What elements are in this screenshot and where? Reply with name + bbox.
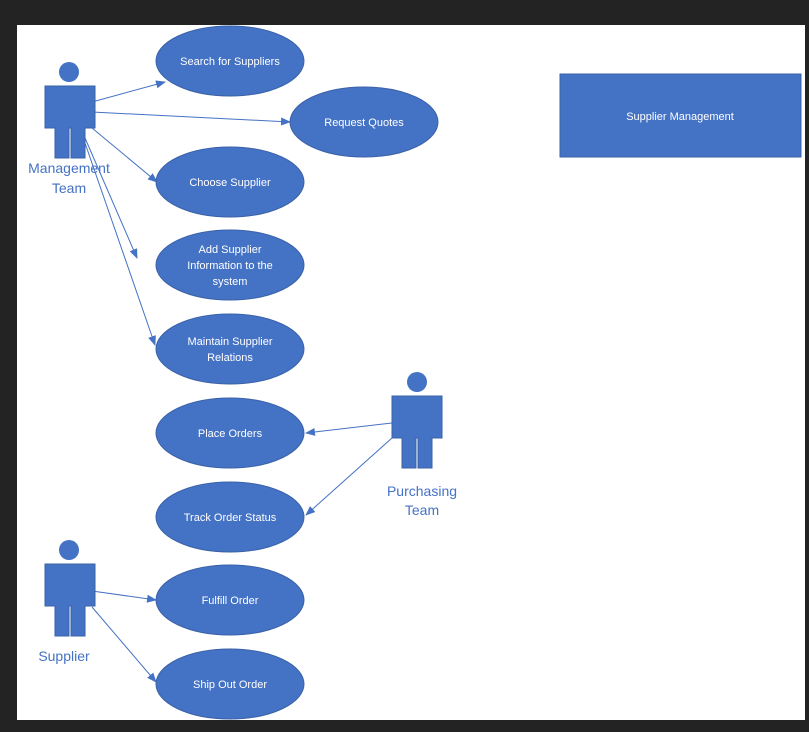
- actor-body-icon: [44, 563, 96, 637]
- associations: [84, 80, 393, 683]
- use-case-ellipse: [155, 397, 305, 469]
- use-case-ellipse: [155, 313, 305, 385]
- association-management-to-search: [91, 80, 166, 103]
- use-case-choose: Choose Supplier: [155, 146, 305, 218]
- actor-supplier: Supplier: [38, 540, 96, 664]
- use-case-diagram: Supplier Management Search for Suppliers…: [28, 25, 802, 720]
- use-case-ellipse: [155, 564, 305, 636]
- association-management-to-choose: [91, 127, 158, 183]
- system-boundary: Supplier Management: [559, 73, 802, 158]
- use-case-label: Search for Suppliers: [180, 56, 280, 68]
- use-case-track: Track Order Status: [155, 481, 305, 553]
- use-case-label: Maintain Supplier: [188, 336, 273, 348]
- actor-label: Team: [405, 502, 439, 518]
- association-supplier-to-ship: [91, 606, 157, 683]
- diagram-canvas: Supplier Management Search for Suppliers…: [17, 25, 805, 720]
- actor-label: Purchasing: [387, 483, 457, 499]
- actor-head-icon: [59, 540, 79, 560]
- use-case-ellipse: [155, 481, 305, 553]
- association-purchasing-to-place: [305, 422, 393, 436]
- system-box: [559, 73, 802, 158]
- actor-head-icon: [407, 372, 427, 392]
- actor-label: Team: [52, 180, 86, 196]
- association-purchasing-to-track: [305, 437, 393, 516]
- use-case-label: Choose Supplier: [189, 177, 271, 189]
- use-case-ellipse: [155, 146, 305, 218]
- use-case-ellipse: [155, 25, 305, 97]
- use-case-label: Relations: [207, 352, 253, 364]
- use-case-ellipse: [289, 86, 439, 158]
- use-case-fulfill: Fulfill Order: [155, 564, 305, 636]
- actor-label: Management: [28, 160, 110, 176]
- use-case-search: Search for Suppliers: [155, 25, 305, 97]
- system-box-label: Supplier Management: [626, 111, 734, 123]
- use-case-ellipse: [155, 648, 305, 720]
- use-case-label: Request Quotes: [324, 117, 404, 129]
- use-case-label: Fulfill Order: [202, 595, 259, 607]
- association-management-to-add: [84, 137, 138, 259]
- actor-body-icon: [44, 85, 96, 159]
- use-case-label: Add Supplier: [199, 244, 262, 256]
- use-case-label: Information to the: [187, 260, 273, 272]
- actor-body-icon: [391, 395, 443, 469]
- association-management-to-quotes: [91, 111, 291, 126]
- use-case-label: system: [213, 276, 248, 288]
- use-case-ship: Ship Out Order: [155, 648, 305, 720]
- actor-label: Supplier: [38, 648, 90, 664]
- use-case-label: Place Orders: [198, 428, 263, 440]
- actor-head-icon: [59, 62, 79, 82]
- use-case-label: Ship Out Order: [193, 679, 267, 691]
- use-case-place: Place Orders: [155, 397, 305, 469]
- use-case-ellipse: [155, 229, 305, 301]
- association-management-to-maintain: [84, 142, 156, 346]
- use-case-label: Track Order Status: [184, 512, 277, 524]
- use-case-quotes: Request Quotes: [289, 86, 439, 158]
- association-supplier-to-fulfill: [91, 590, 157, 603]
